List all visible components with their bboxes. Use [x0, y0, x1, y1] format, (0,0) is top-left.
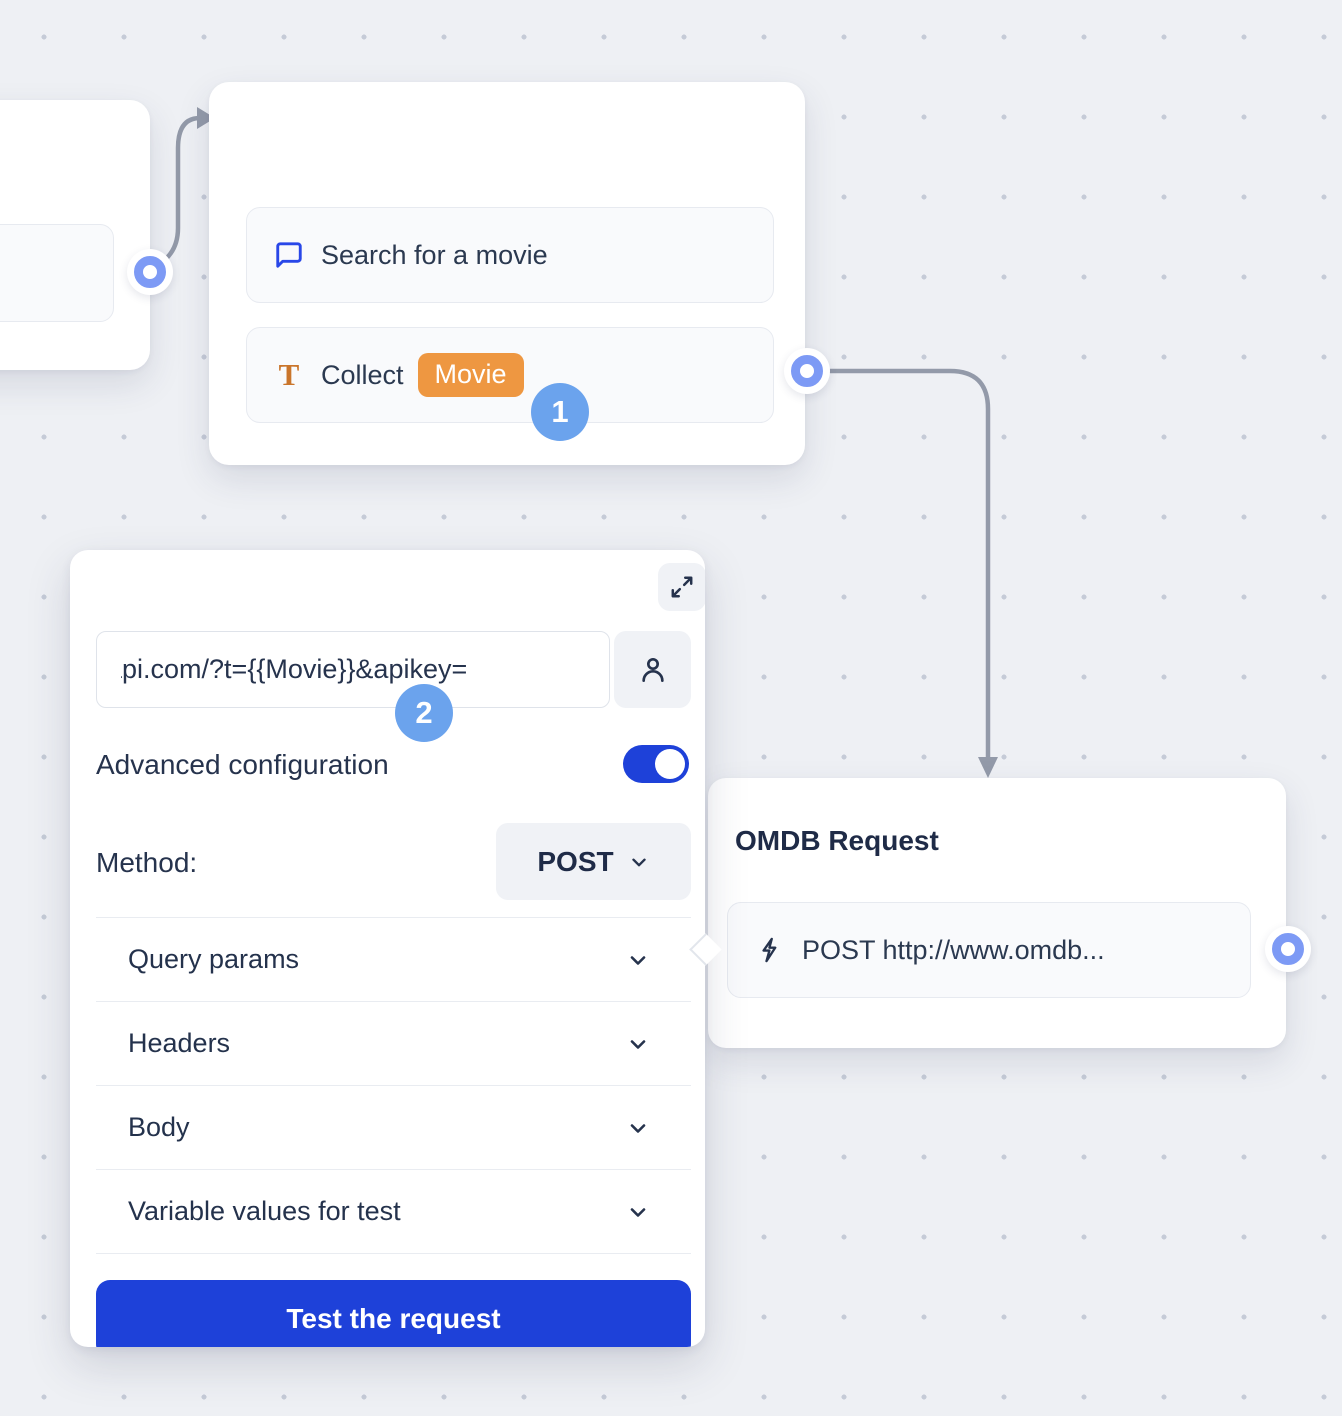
variable-badge[interactable]: Movie — [417, 353, 524, 397]
output-port[interactable] — [784, 348, 830, 394]
webhook-block-row[interactable]: POST http://www.omdb... — [727, 902, 1251, 998]
section-query-params[interactable]: Query params — [96, 917, 691, 1001]
method-label: Method: — [96, 847, 198, 878]
section-variable-values[interactable]: Variable values for test — [96, 1169, 691, 1254]
lightning-icon — [755, 935, 785, 965]
chevron-down-icon — [631, 858, 646, 866]
webhook-row-label: POST http://www.omdb... — [802, 934, 1105, 965]
method-value: POST — [537, 845, 614, 877]
step-badge-1: 1 — [531, 383, 589, 441]
webhook-config-panel: Advanced configuration Method: POST Quer… — [70, 550, 705, 1347]
chevron-down-icon — [630, 1207, 646, 1217]
omdb-request-node[interactable]: OMDB Request POST http://www.omdb... — [708, 778, 1286, 1048]
expand-icon — [671, 576, 693, 598]
chat-bubble-icon — [274, 240, 304, 270]
advanced-configuration-label: Advanced configuration — [96, 749, 389, 780]
arrowhead-right-icon — [197, 107, 215, 129]
chevron-down-icon — [630, 955, 646, 965]
url-input[interactable] — [96, 631, 610, 708]
partial-node-card[interactable] — [0, 100, 150, 370]
method-dropdown[interactable]: POST — [496, 823, 691, 900]
message-row-label: Search for a movie — [321, 239, 548, 270]
collapsible-sections: Query params Headers Body Variable value… — [70, 917, 705, 1254]
collect-row-label: Collect — [321, 359, 404, 390]
movie-search-node[interactable]: Movie search Search for a movie T Collec… — [209, 82, 805, 465]
chevron-down-icon — [630, 1123, 646, 1133]
collect-text-icon: T — [278, 357, 300, 392]
partial-node-row[interactable] — [0, 224, 114, 322]
node-title: OMDB Request — [735, 825, 939, 856]
user-icon — [641, 657, 664, 682]
collect-block-row[interactable]: T Collect Movie — [246, 327, 774, 423]
section-body[interactable]: Body — [96, 1085, 691, 1169]
message-block-row[interactable]: Search for a movie — [246, 207, 774, 303]
step-badge-2: 2 — [395, 684, 453, 742]
section-headers[interactable]: Headers — [96, 1001, 691, 1085]
output-port[interactable] — [127, 249, 173, 295]
insert-variable-button[interactable] — [614, 631, 691, 708]
connector-movie-to-omdb — [823, 368, 991, 763]
advanced-configuration-toggle[interactable] — [623, 745, 689, 783]
arrowhead-down-icon — [978, 757, 998, 778]
test-request-button[interactable]: Test the request — [96, 1280, 691, 1347]
expand-button[interactable] — [658, 563, 705, 611]
connector-left-to-movie — [153, 115, 203, 269]
chevron-down-icon — [630, 1039, 646, 1049]
output-port[interactable] — [1265, 926, 1311, 972]
